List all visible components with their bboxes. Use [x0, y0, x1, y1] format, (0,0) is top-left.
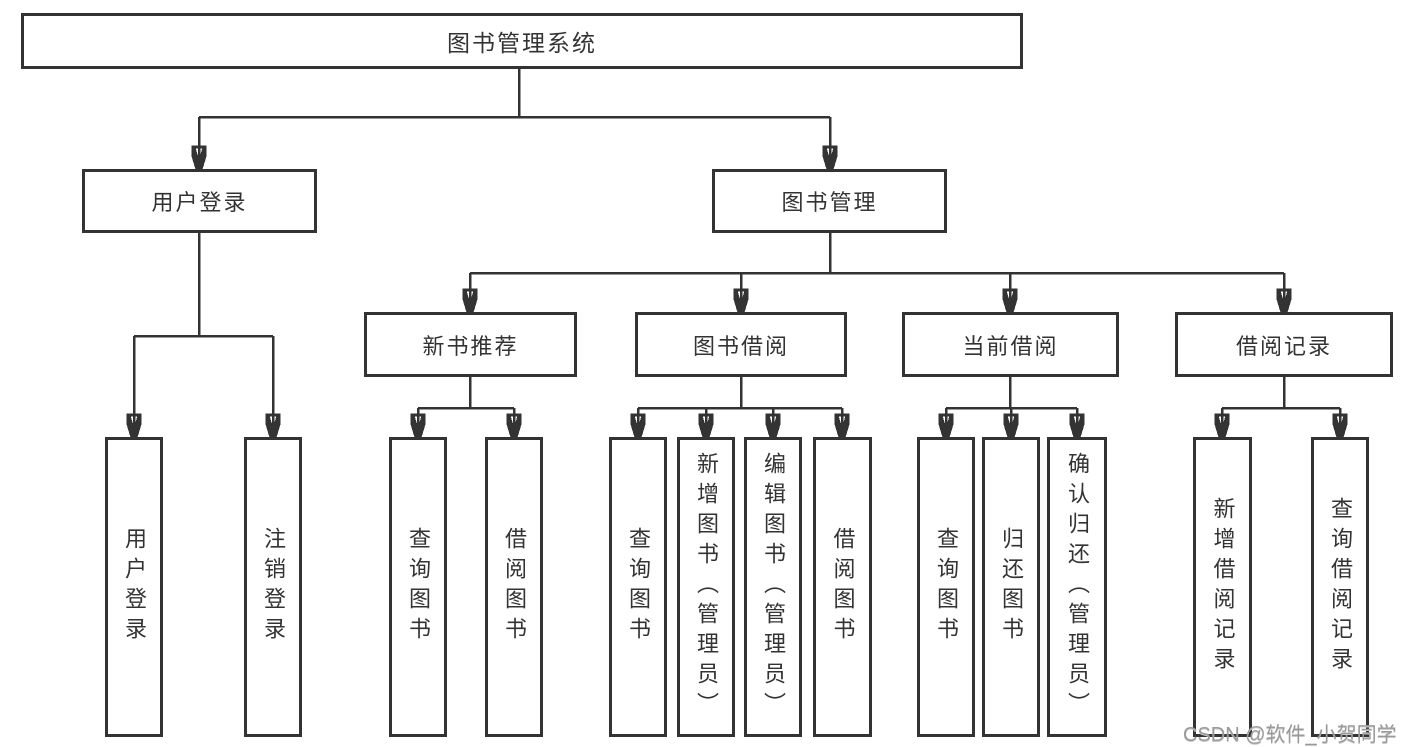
connector-book-management-children	[470, 233, 1284, 312]
leaf-borrowing-edit-books-admin: 编辑图书（管理员）	[744, 437, 802, 737]
leaf-label: 确认归还（管理员）	[1065, 452, 1090, 722]
connector-user-login-children	[134, 233, 273, 437]
node-label: 用户登录	[151, 190, 248, 215]
node-book-management: 图书管理	[712, 169, 947, 233]
leaf-label: 归还图书	[999, 527, 1024, 647]
leaf-current-query-books: 查询图书	[917, 437, 975, 737]
leaf-records-query-borrow-record: 查询借阅记录	[1311, 437, 1369, 737]
leaf-borrowing-query-books: 查询图书	[609, 437, 667, 737]
leaf-borrowing-borrow-books: 借阅图书	[813, 437, 872, 737]
connector-borrowing-children	[638, 377, 842, 437]
node-book-borrowing: 图书借阅	[635, 312, 847, 377]
node-library-management-system: 图书管理系统	[21, 13, 1023, 69]
leaf-label: 注销登录	[261, 527, 286, 647]
node-label: 图书管理系统	[447, 30, 597, 56]
leaf-borrowing-add-books-admin: 新增图书（管理员）	[677, 437, 735, 737]
connector-records-children	[1222, 377, 1340, 437]
leaf-label: 用户登录	[122, 527, 147, 647]
leaf-records-add-borrow-record: 新增借阅记录	[1193, 437, 1252, 737]
node-user-login-branch: 用户登录	[82, 169, 317, 233]
leaf-recommend-borrow-books: 借阅图书	[485, 437, 543, 737]
leaf-current-return-books: 归还图书	[982, 437, 1040, 737]
leaf-logout: 注销登录	[244, 437, 302, 737]
leaf-user-login: 用户登录	[105, 437, 163, 737]
node-current-borrowing: 当前借阅	[902, 312, 1119, 377]
leaf-label: 查询借阅记录	[1328, 497, 1353, 677]
node-label: 借阅记录	[1235, 333, 1332, 359]
node-label: 新书推荐	[422, 333, 519, 359]
connector-current-borrowing-children	[946, 377, 1077, 437]
leaf-label: 查询图书	[406, 527, 431, 647]
connector-recommendation-children	[418, 377, 514, 437]
node-label: 图书借阅	[692, 333, 789, 359]
leaf-label: 编辑图书（管理员）	[761, 452, 786, 722]
csdn-watermark: CSDN @软件_小贺同学	[1183, 724, 1397, 746]
leaf-label: 查询图书	[626, 527, 651, 647]
leaf-recommend-query-books: 查询图书	[389, 437, 447, 737]
leaf-label: 借阅图书	[502, 527, 527, 647]
node-label: 图书管理	[781, 190, 878, 215]
node-borrowing-records: 借阅记录	[1175, 312, 1393, 377]
leaf-label: 查询图书	[934, 527, 959, 647]
leaf-current-confirm-return-admin: 确认归还（管理员）	[1047, 437, 1107, 737]
node-new-book-recommendation: 新书推荐	[364, 312, 577, 377]
leaf-label: 新增图书（管理员）	[694, 452, 719, 722]
leaf-label: 新增借阅记录	[1210, 497, 1236, 677]
leaf-label: 借阅图书	[830, 527, 856, 647]
connector-root-to-branches	[199, 69, 830, 169]
node-label: 当前借阅	[962, 333, 1059, 359]
